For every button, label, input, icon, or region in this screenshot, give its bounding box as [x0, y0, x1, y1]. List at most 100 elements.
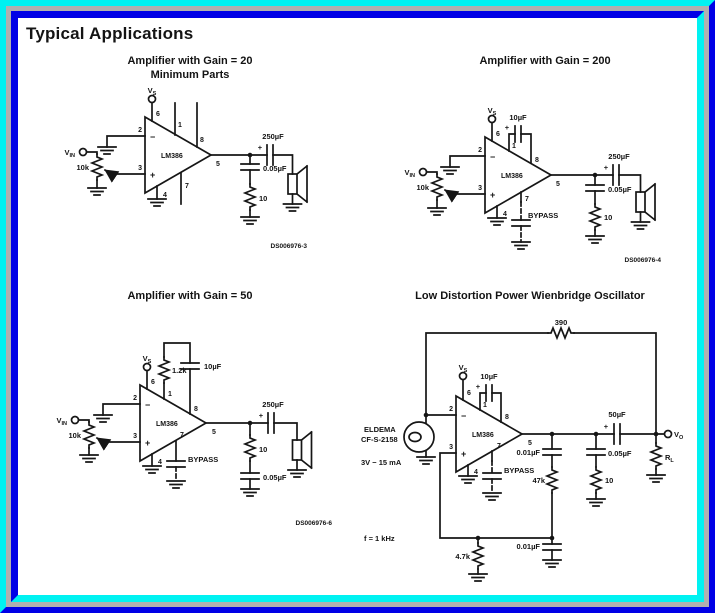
svg-text:VIN: VIN	[404, 168, 415, 179]
opamp: − + LM386	[139, 383, 208, 463]
pin3-label: 3	[478, 185, 482, 192]
zobel-network: 0.05µF 10	[586, 433, 632, 507]
inverting-input-sign: −	[461, 411, 466, 421]
pin3-label: 3	[449, 444, 453, 451]
speaker-icon	[287, 164, 309, 204]
opamp: − + LM386	[144, 115, 213, 195]
pin5-label: 5	[528, 440, 532, 447]
bypass-cap	[482, 472, 502, 480]
noninverting-input-sign: +	[150, 170, 155, 180]
zobel-network: 0.05µF 10	[240, 154, 287, 225]
inverting-input-sign: −	[490, 152, 495, 162]
zobel-cap	[240, 472, 260, 480]
input-network: VIN 10k 3	[64, 147, 146, 196]
ic-label: LM386	[156, 421, 178, 428]
lamp-brand: ELDEMA	[364, 425, 396, 434]
output-cap	[612, 164, 620, 186]
pin5-label: 5	[556, 181, 560, 188]
freq-label: f = 1 kHz	[364, 534, 395, 543]
zobel-res-value: 10	[259, 445, 267, 454]
gain-cap-value: 10µF	[204, 362, 222, 371]
wiper-arrow	[103, 168, 146, 183]
circuit-gain50-schematic: Amplifier with Gain = 50 − + LM386 VS 6 …	[56, 290, 332, 527]
pin2-label: 2	[449, 406, 453, 413]
wiper-arrow	[443, 188, 486, 203]
pin6-label: 6	[156, 111, 160, 118]
zobel-cap	[586, 448, 606, 456]
pin7-stub: 7	[180, 172, 189, 205]
noninverting-input-sign: +	[490, 190, 495, 200]
series-cap-value: 0.01µF	[517, 448, 541, 457]
pin7-label: 7	[185, 183, 189, 190]
feedback-resistor	[547, 325, 575, 341]
cap-polarity: +	[476, 382, 481, 391]
cap-polarity: +	[259, 411, 264, 420]
shunt-cap	[542, 543, 562, 551]
pin7-label: 7	[497, 443, 501, 450]
pin6-label: 6	[151, 379, 155, 386]
series-resistor	[544, 466, 560, 494]
zobel-resistor	[587, 203, 603, 231]
bypass-network: 7 BYPASS	[166, 432, 218, 489]
opamp: − + LM386	[455, 394, 524, 474]
pin3-label: 3	[138, 165, 142, 172]
pin2-ground: 2	[93, 395, 141, 423]
bypass-cap	[166, 460, 186, 468]
cap-polarity: +	[505, 123, 510, 132]
ds-number: DS006976-4	[625, 257, 662, 264]
svg-text:VS: VS	[148, 86, 157, 97]
zobel-resistor	[242, 434, 258, 462]
circuit-title: Amplifier with Gain = 20	[127, 55, 252, 67]
wiper-arrow	[95, 436, 141, 451]
pin4-ground: 4	[142, 453, 162, 474]
cap-polarity: +	[258, 143, 263, 152]
vin-terminal	[70, 415, 80, 425]
gain-cap: + 10µF 1 8	[476, 372, 509, 423]
zobel-cap-value: 0.05µF	[608, 185, 632, 194]
wien-shunt-arm: 3 f = 1 kHz 4.7k 0.01µF	[364, 444, 562, 582]
noninverting-input-sign: +	[461, 449, 466, 459]
svg-text:VIN: VIN	[56, 416, 67, 427]
pin4-label: 4	[503, 211, 507, 218]
ic-label: LM386	[501, 173, 523, 180]
opamp: − + LM386	[484, 135, 553, 215]
vs-terminal: VS 6	[147, 86, 160, 122]
zobel-cap-value: 0.05µF	[263, 164, 287, 173]
input-network: VIN 10k 3	[56, 415, 141, 463]
circuit-title: Low Distortion Power Wienbridge Oscillat…	[415, 290, 645, 302]
bevel-frame-mid: Typical Applications Amplifier with Gain…	[6, 6, 709, 607]
zobel-cap	[585, 184, 605, 192]
zobel-resistor	[242, 183, 258, 211]
lamp-icon	[403, 421, 435, 453]
bypass-label: BYPASS	[504, 466, 534, 475]
pin4-label: 4	[158, 459, 162, 466]
pin6-label: 6	[467, 390, 471, 397]
wien-series-arm: 0.01µF 47k	[517, 433, 562, 539]
zobel-cap-value: 0.05µF	[263, 473, 287, 482]
pin5-label: 5	[216, 161, 220, 168]
output-cap-value: 250µF	[262, 400, 284, 409]
feedback-loop: 390	[425, 318, 657, 435]
vs-terminal: VS 6	[458, 363, 471, 401]
inverting-input-sign: −	[145, 400, 150, 410]
bevel-frame-inner: Typical Applications Amplifier with Gain…	[11, 11, 704, 602]
pin4-ground: 4	[147, 185, 167, 207]
pin6-label: 6	[496, 131, 500, 138]
gain-network: 1.2k 10µF 1 8	[156, 342, 222, 415]
input-network: VIN 10k 3	[404, 167, 486, 216]
bypass-label: BYPASS	[528, 211, 558, 220]
pin1-label: 1	[512, 143, 516, 150]
feedback-res-value: 390	[555, 318, 568, 327]
potentiometer	[89, 153, 105, 181]
pin4-ground: 4	[487, 205, 507, 226]
pot-value: 10k	[68, 431, 81, 440]
pin4-ground: 4	[458, 464, 478, 484]
ic-label: LM386	[161, 153, 183, 160]
ic-label: LM386	[472, 432, 494, 439]
pin8-label: 8	[535, 157, 539, 164]
pin2-ground: 2	[440, 147, 486, 175]
zobel-res-value: 10	[604, 213, 612, 222]
pin3-label: 3	[133, 433, 137, 440]
svg-text:VS: VS	[488, 106, 497, 117]
bypass-network: 7 BYPASS	[482, 443, 534, 501]
